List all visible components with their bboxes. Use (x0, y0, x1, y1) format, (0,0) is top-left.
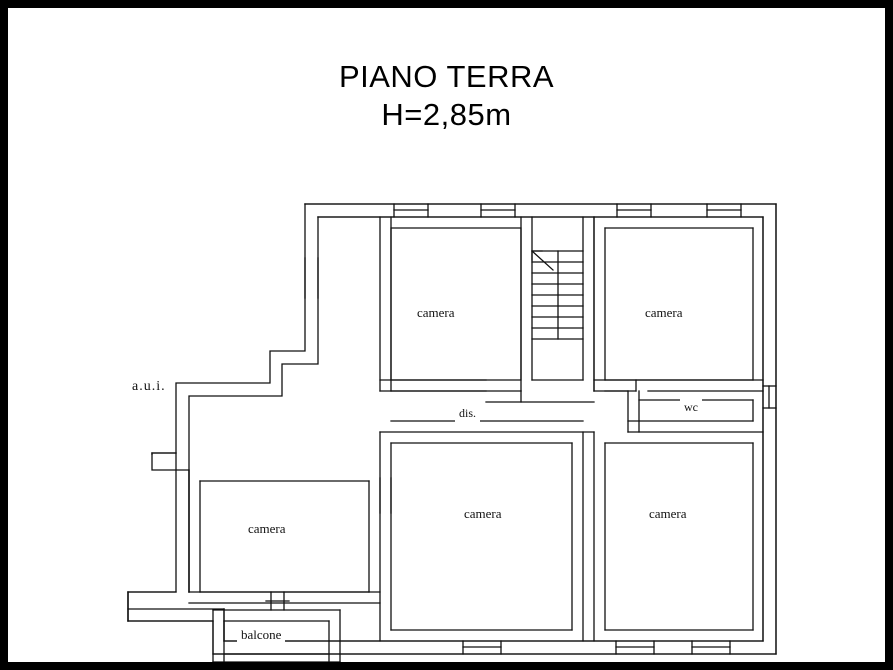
room-label-aui: a.u.i. (128, 378, 170, 396)
room-label-camera-1: camera (413, 304, 459, 322)
room-label-camera-2: camera (641, 304, 687, 322)
plan-title-block: PIANO TERRA H=2,85m (8, 58, 885, 134)
room-label-camera-4: camera (460, 505, 506, 523)
room-label-dis: dis. (455, 404, 481, 422)
room-label-camera-3: camera (244, 520, 290, 538)
floorplan-drawing (127, 203, 777, 662)
room-label-wc: wc (680, 398, 702, 416)
plan-title-line2: H=2,85m (381, 97, 512, 132)
drawing-sheet: PIANO TERRA H=2,85m (8, 8, 885, 662)
wall-lines (127, 203, 777, 662)
room-label-balcone: balcone (237, 626, 286, 644)
room-label-camera-5: camera (645, 505, 691, 523)
plan-title-line1: PIANO TERRA (338, 59, 555, 94)
